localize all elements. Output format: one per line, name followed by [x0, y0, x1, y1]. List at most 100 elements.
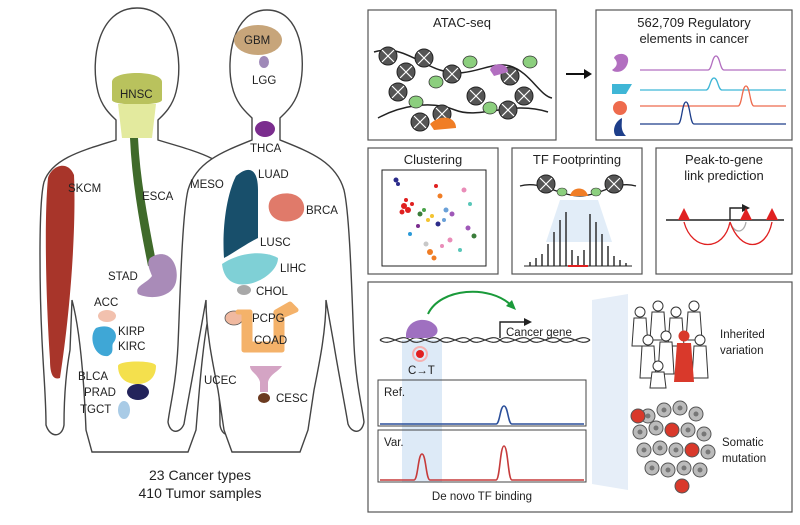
atac-dna-strand	[373, 49, 553, 99]
body-illustrations: HNSC SKCM ESCA STAD ACC KIRP KIRC BLCA P…	[39, 7, 365, 501]
tf-shape-orange	[613, 101, 627, 115]
track-orange	[640, 85, 786, 107]
organ-luad	[223, 169, 258, 258]
label-pcpg: PCPG	[252, 313, 285, 325]
ref-track-box	[377, 379, 587, 427]
organ-brca	[268, 193, 305, 222]
label-thca: THCA	[250, 143, 282, 155]
ref-label: Ref.	[384, 387, 405, 399]
ref-peak	[380, 405, 584, 425]
link-arc-right	[729, 221, 773, 246]
organ-chol	[237, 285, 251, 295]
tf-shape-cyan	[612, 84, 632, 94]
organ-gbm	[234, 25, 282, 55]
organ-thca	[255, 121, 275, 137]
label-tgct: TGCT	[80, 404, 111, 416]
panel-atac-seq: ATAC-seq	[367, 9, 557, 141]
link-arc-left	[683, 221, 731, 246]
label-hnsc: HNSC	[120, 89, 153, 101]
mutated-cells	[630, 408, 700, 494]
var-peaks	[380, 445, 584, 481]
label-cesc: CESC	[276, 393, 308, 405]
footprint-tf	[570, 188, 588, 196]
organ-lihc	[222, 253, 278, 285]
gene-tss-arrow	[499, 321, 526, 338]
somatic-line1: Somatic	[722, 437, 764, 449]
label-prad: PRAD	[84, 387, 116, 399]
summary-cancer-types: 23 Cancer types	[149, 467, 251, 483]
tf-shape-navy	[614, 118, 626, 136]
label-luad: LUAD	[258, 169, 289, 181]
label-gbm: GBM	[244, 35, 270, 47]
female-body-outline	[167, 9, 365, 453]
clustering-title: Clustering	[404, 152, 463, 167]
panel-peak-to-gene: Peak-to-gene link prediction	[655, 147, 793, 275]
label-brca: BRCA	[306, 205, 338, 217]
atac-title: ATAC-seq	[433, 15, 491, 30]
person-highlighted	[678, 330, 690, 342]
summary-tumor-samples: 410 Tumor samples	[139, 485, 262, 501]
panel-tf-footprinting: TF Footprinting	[511, 147, 643, 275]
organ-prad	[127, 384, 149, 400]
cluster-points	[393, 177, 477, 261]
label-kirp: KIRP	[118, 326, 145, 338]
track-purple	[640, 55, 786, 71]
label-stad: STAD	[108, 271, 138, 283]
snv-dot	[416, 350, 424, 358]
var-track-box	[377, 429, 587, 483]
organ-tgct	[118, 401, 130, 419]
somatic-line2: mutation	[722, 453, 766, 465]
organ-stad	[137, 254, 177, 298]
people-crowd	[631, 300, 709, 389]
mutation-tf	[406, 319, 438, 338]
label-kirc: KIRC	[118, 341, 145, 353]
peak-marker-mid	[740, 208, 752, 220]
snv-highlight	[402, 340, 442, 482]
peak2gene-title-line2: link prediction	[684, 168, 764, 183]
label-lihc: LIHC	[280, 263, 306, 275]
track-cyan	[640, 77, 786, 91]
organ-hnsc	[112, 73, 162, 105]
transposase-group	[408, 55, 538, 130]
snv-label: C→T	[408, 365, 435, 377]
panel-clustering: Clustering	[367, 147, 499, 275]
label-lgg: LGG	[252, 75, 276, 87]
panel-regulatory-elements: 562,709 Regulatory elements in cancer	[595, 9, 793, 141]
panel-mutation: Cancer gene C→T Ref. Var. De novo TF bin…	[367, 281, 793, 513]
label-meso: MESO	[190, 179, 224, 191]
organ-hnsc-neck	[118, 104, 156, 138]
label-lusc: LUSC	[260, 237, 291, 249]
regulatory-title-line1: 562,709 Regulatory	[637, 15, 751, 30]
organ-acc	[98, 310, 116, 322]
organ-kirc	[92, 326, 116, 357]
footprint-bars	[529, 212, 627, 266]
inherited-line1: Inherited	[720, 329, 765, 341]
var-label: Var.	[384, 437, 404, 449]
tf-shape-purple	[612, 53, 629, 72]
peak2gene-title-line1: Peak-to-gene	[685, 152, 763, 167]
organ-blca	[118, 361, 156, 384]
cancer-gene-label: Cancer gene	[506, 327, 572, 339]
organ-cesc	[258, 393, 270, 403]
organ-coad	[235, 301, 299, 353]
organ-skcm	[45, 165, 75, 379]
peak-marker-right	[766, 208, 778, 220]
peak-marker-left	[678, 208, 690, 220]
track-navy	[640, 101, 786, 125]
organ-ucec	[250, 366, 282, 392]
regulation-arrow	[427, 290, 513, 315]
label-coad: COAD	[254, 335, 287, 347]
tss-arrow	[729, 207, 744, 220]
label-chol: CHOL	[256, 286, 289, 298]
footprinting-title: TF Footprinting	[533, 152, 621, 167]
regulatory-title-line2: elements in cancer	[639, 31, 749, 46]
organ-lgg	[259, 56, 269, 68]
label-esca: ESCA	[142, 191, 174, 203]
organ-esca	[130, 138, 156, 266]
denovo-label: De novo TF binding	[432, 491, 532, 503]
label-blca: BLCA	[78, 371, 108, 383]
inherited-line2: variation	[720, 345, 763, 357]
label-ucec: UCEC	[204, 375, 237, 387]
